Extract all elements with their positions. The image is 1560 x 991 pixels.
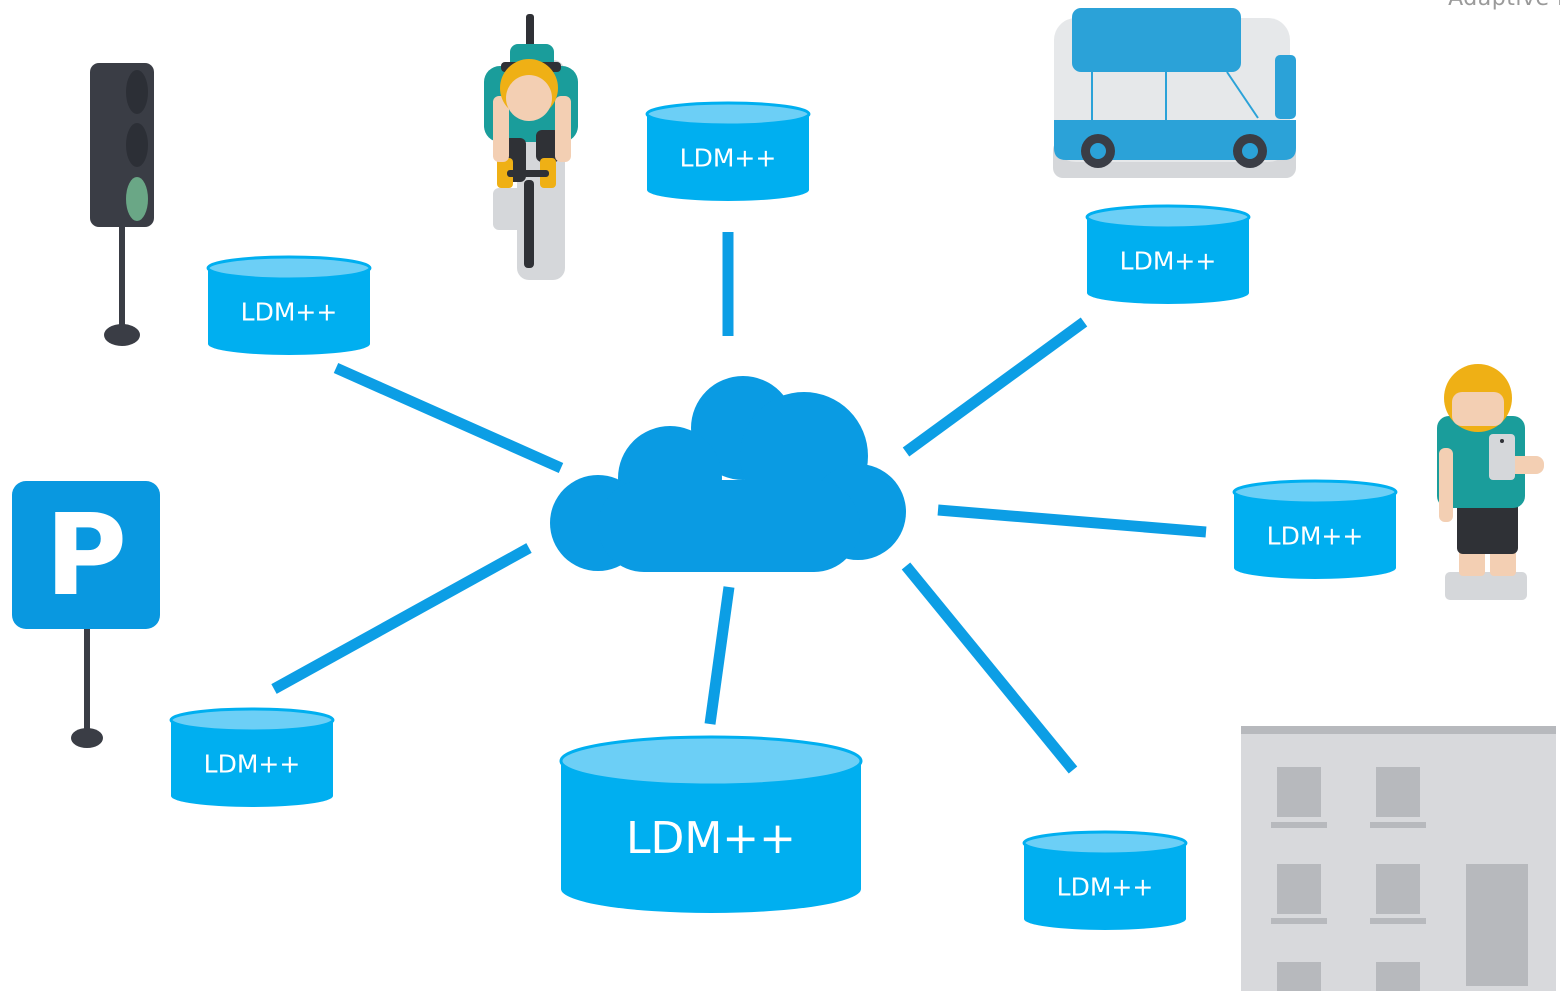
database-body xyxy=(171,720,333,807)
database-top xyxy=(1085,204,1251,230)
cloud-icon xyxy=(550,376,906,572)
database-body xyxy=(647,114,809,201)
database-top xyxy=(1022,830,1188,856)
database-top xyxy=(169,707,335,733)
database-top xyxy=(559,735,863,787)
database-top-center: LDM++ xyxy=(645,101,811,201)
database-label: LDM++ xyxy=(204,750,301,779)
link-top-right xyxy=(902,317,1088,457)
van-icon xyxy=(1053,8,1296,178)
database-label: LDM++ xyxy=(680,144,777,173)
ldm-databases: LDM++ LDM++ LDM++ LDM++ LDM++ LDM++ LDM++ xyxy=(169,101,1398,930)
database-top-left: LDM++ xyxy=(206,255,372,355)
database-body xyxy=(561,761,861,913)
database-label: LDM++ xyxy=(626,813,796,864)
network-links xyxy=(271,232,1207,774)
database-body xyxy=(1234,492,1396,579)
link-right xyxy=(937,504,1207,538)
database-bottom-left: LDM++ xyxy=(169,707,335,807)
database-right: LDM++ xyxy=(1232,479,1398,579)
building-icon xyxy=(1241,726,1556,991)
database-bottom-center: LDM++ xyxy=(559,735,863,913)
database-top xyxy=(1232,479,1398,505)
database-top xyxy=(206,255,372,281)
database-bottom-right: LDM++ xyxy=(1022,830,1188,930)
link-bottom-left xyxy=(271,543,532,694)
pedestrian-phone-icon xyxy=(1437,364,1544,600)
parking-sign-letter: P xyxy=(45,491,127,621)
link-bottom-center xyxy=(704,586,735,725)
database-label: LDM++ xyxy=(1057,873,1154,902)
database-top xyxy=(645,101,811,127)
database-top-right: LDM++ xyxy=(1085,204,1251,304)
database-label: LDM++ xyxy=(1120,247,1217,276)
cyclist-icon xyxy=(484,14,578,280)
database-body xyxy=(1087,217,1249,304)
link-bottom-right xyxy=(901,562,1078,774)
header-caption: Adaptive I xyxy=(1448,0,1560,11)
database-label: LDM++ xyxy=(1267,522,1364,551)
parking-sign-icon: P xyxy=(12,481,160,748)
traffic-light-icon xyxy=(90,63,154,346)
database-body xyxy=(1024,843,1186,930)
database-body xyxy=(208,268,370,355)
link-top-left xyxy=(333,362,564,474)
database-label: LDM++ xyxy=(241,298,338,327)
